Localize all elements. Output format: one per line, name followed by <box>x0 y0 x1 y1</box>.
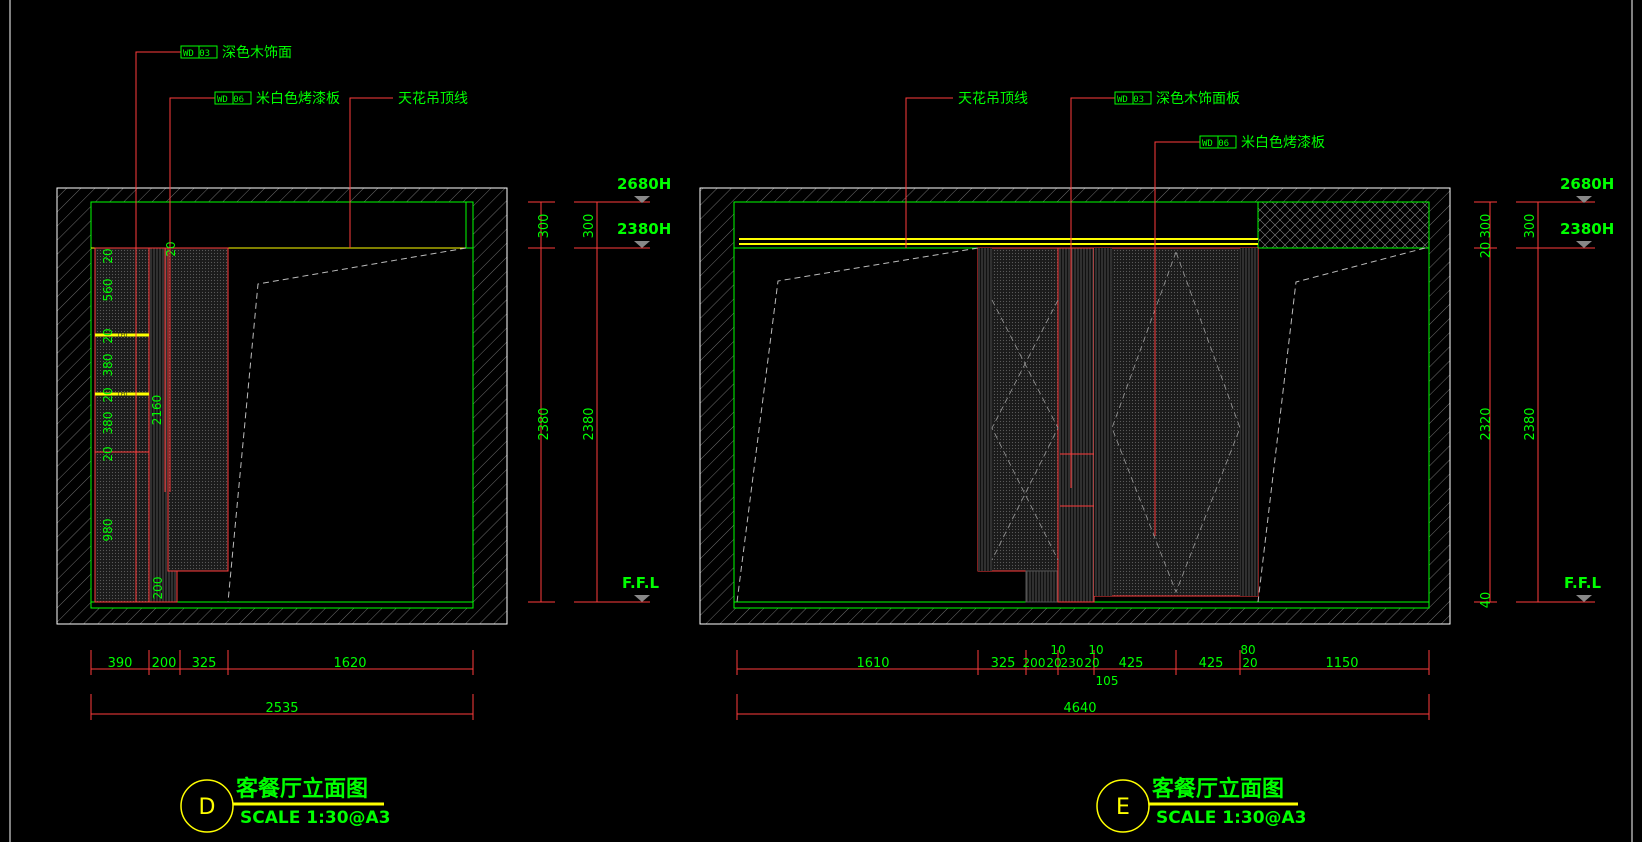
dim-bottom-d-0: 390 <box>108 656 133 671</box>
title-circle-e <box>1096 779 1150 833</box>
dim-inner-main-d: 2380 <box>582 407 597 440</box>
dim-bottom-e-8: 20 <box>1242 656 1257 670</box>
level-marker-mid-e <box>1576 241 1592 248</box>
dim-outer-top-d: 300 <box>537 214 552 239</box>
title-d: 客餐厅立面图 <box>236 776 368 802</box>
title-block-e: E 客餐厅立面图 SCALE 1:30@A3 <box>1096 776 1307 833</box>
dim-upper-e-2: 80 <box>1240 643 1255 657</box>
dim-cab-7: 980 <box>101 519 115 542</box>
dim-cab-0: 20 <box>101 248 115 263</box>
dim-bottom-e-0: 1610 <box>856 656 889 671</box>
cabinet-vertical-dims-d: 20 560 20 380 20 380 20 980 200 20 2160 <box>101 241 178 602</box>
elevation-e: 天花吊顶线 WD 03 深色木饰面板 WD 06 米白色烤漆板 300 20 2… <box>699 90 1614 833</box>
title-e: 客餐厅立面图 <box>1152 776 1284 802</box>
dim-door-top: 20 <box>164 241 178 256</box>
dim-e-inner-1: 20 <box>1479 242 1494 259</box>
dim-door-height: 2160 <box>150 395 164 426</box>
dim-bottom-e-3: 20 <box>1046 656 1061 670</box>
dim-e-inner-0: 300 <box>1479 214 1494 239</box>
level-marker-floor-d <box>634 595 650 602</box>
level-top-d: 2680H <box>617 175 671 193</box>
dim-cab-2: 20 <box>101 328 115 343</box>
dim-bottom-d-1: 200 <box>152 656 177 671</box>
projection-line-e-right <box>1257 247 1426 603</box>
level-marker-top-e <box>1576 196 1592 203</box>
title-letter-d: D <box>199 795 216 820</box>
wd06-text-e: 米白色烤漆板 <box>1241 134 1325 151</box>
dim-sub-e: 105 <box>1096 674 1119 688</box>
dim-bottom-e-9: 1150 <box>1325 656 1358 671</box>
level-marker-top-d <box>634 196 650 203</box>
led-tag-d2: LED <box>118 392 127 398</box>
level-top-e: 2680H <box>1560 175 1614 193</box>
dim-upper-e-1: 10 <box>1088 643 1103 657</box>
dim-upper-e-0: 10 <box>1050 643 1065 657</box>
dim-bottom-e-6: 425 <box>1119 656 1144 671</box>
dim-bottom-e-2: 200 <box>1023 656 1046 670</box>
right-dims-d: 300 2380 300 2380 2680H 2380H F.F.L <box>528 175 671 603</box>
callouts-d: WD 03 深色木饰面 WD 06 米白色烤漆板 天花吊顶线 <box>135 44 468 492</box>
ceiling-text-d: 天花吊顶线 <box>398 91 468 107</box>
level-mid-e: 2380H <box>1560 220 1614 238</box>
dim-e-inner-2: 2320 <box>1479 407 1494 440</box>
level-floor-e: F.F.L <box>1564 574 1601 592</box>
dim-bottom-d-2: 325 <box>192 656 217 671</box>
level-marker-floor-e <box>1576 595 1592 602</box>
title-letter-e: E <box>1116 795 1130 820</box>
wd06-text-d: 米白色烤漆板 <box>256 90 340 107</box>
ceiling-edge-d <box>465 201 474 249</box>
wd06-tag-d: WD 06 <box>217 95 244 105</box>
wood-panel-e <box>1057 247 1095 603</box>
projection-line-e-left <box>736 247 979 603</box>
dim-cab-3: 380 <box>101 354 115 377</box>
elevation-d: LED LED 20 560 20 380 20 380 20 980 200 … <box>56 44 671 833</box>
led-tag-d1: LED <box>118 333 127 339</box>
right-dims-e: 300 20 2320 40 300 2380 2680H 2380H F.F.… <box>1474 175 1614 608</box>
wd03-text-e: 深色木饰面板 <box>1156 90 1240 107</box>
door-panel-d <box>167 247 229 572</box>
wd03-tag-e: WD 03 <box>1117 95 1144 105</box>
projection-line-d <box>227 247 467 603</box>
level-floor-d: F.F.L <box>622 574 659 592</box>
bottom-dims-e: 1610 325 200 20 230 20 425 425 20 1150 1… <box>736 643 1430 720</box>
title-block-d: D 客餐厅立面图 SCALE 1:30@A3 <box>180 776 391 833</box>
dim-cab-5: 380 <box>101 412 115 435</box>
ceiling-hatch-e <box>1257 201 1430 249</box>
wd03-tag-d: WD 03 <box>183 49 210 59</box>
dim-total-d: 2535 <box>265 701 298 716</box>
wood-cabinet-d <box>94 247 150 603</box>
ceiling-text-e: 天花吊顶线 <box>958 91 1028 107</box>
callouts-e: 天花吊顶线 WD 03 深色木饰面板 WD 06 米白色烤漆板 <box>905 90 1325 536</box>
dim-bottom-e-4: 230 <box>1061 656 1084 670</box>
dim-total-e: 4640 <box>1063 701 1096 716</box>
dim-cab-6: 20 <box>101 446 115 461</box>
scale-e: SCALE 1:30@A3 <box>1156 808 1307 828</box>
level-marker-mid-d <box>634 241 650 248</box>
dim-bottom-e-1: 325 <box>991 656 1016 671</box>
wd03-text-d: 深色木饰面 <box>222 44 292 61</box>
dim-e-outer-main: 2380 <box>1523 407 1538 440</box>
dim-bottom-e-7: 425 <box>1199 656 1224 671</box>
bottom-dims-d: 390 200 325 1620 2535 <box>90 650 474 720</box>
level-mid-d: 2380H <box>617 220 671 238</box>
dim-inner-top-d: 300 <box>582 214 597 239</box>
dim-cab-1: 560 <box>101 279 115 302</box>
dim-e-outer-top: 300 <box>1523 214 1538 239</box>
dim-outer-main-d: 2380 <box>537 407 552 440</box>
scale-d: SCALE 1:30@A3 <box>240 808 391 828</box>
dim-e-inner-3: 40 <box>1479 592 1494 609</box>
title-circle-d <box>180 779 234 833</box>
dim-cab-4: 20 <box>101 387 115 402</box>
door-panel-e-right <box>1093 247 1259 597</box>
dim-bottom-d-3: 1620 <box>333 656 366 671</box>
dim-cab-8: 200 <box>151 577 165 600</box>
wd06-tag-e: WD 06 <box>1202 139 1229 149</box>
dim-bottom-e-5: 20 <box>1084 656 1099 670</box>
